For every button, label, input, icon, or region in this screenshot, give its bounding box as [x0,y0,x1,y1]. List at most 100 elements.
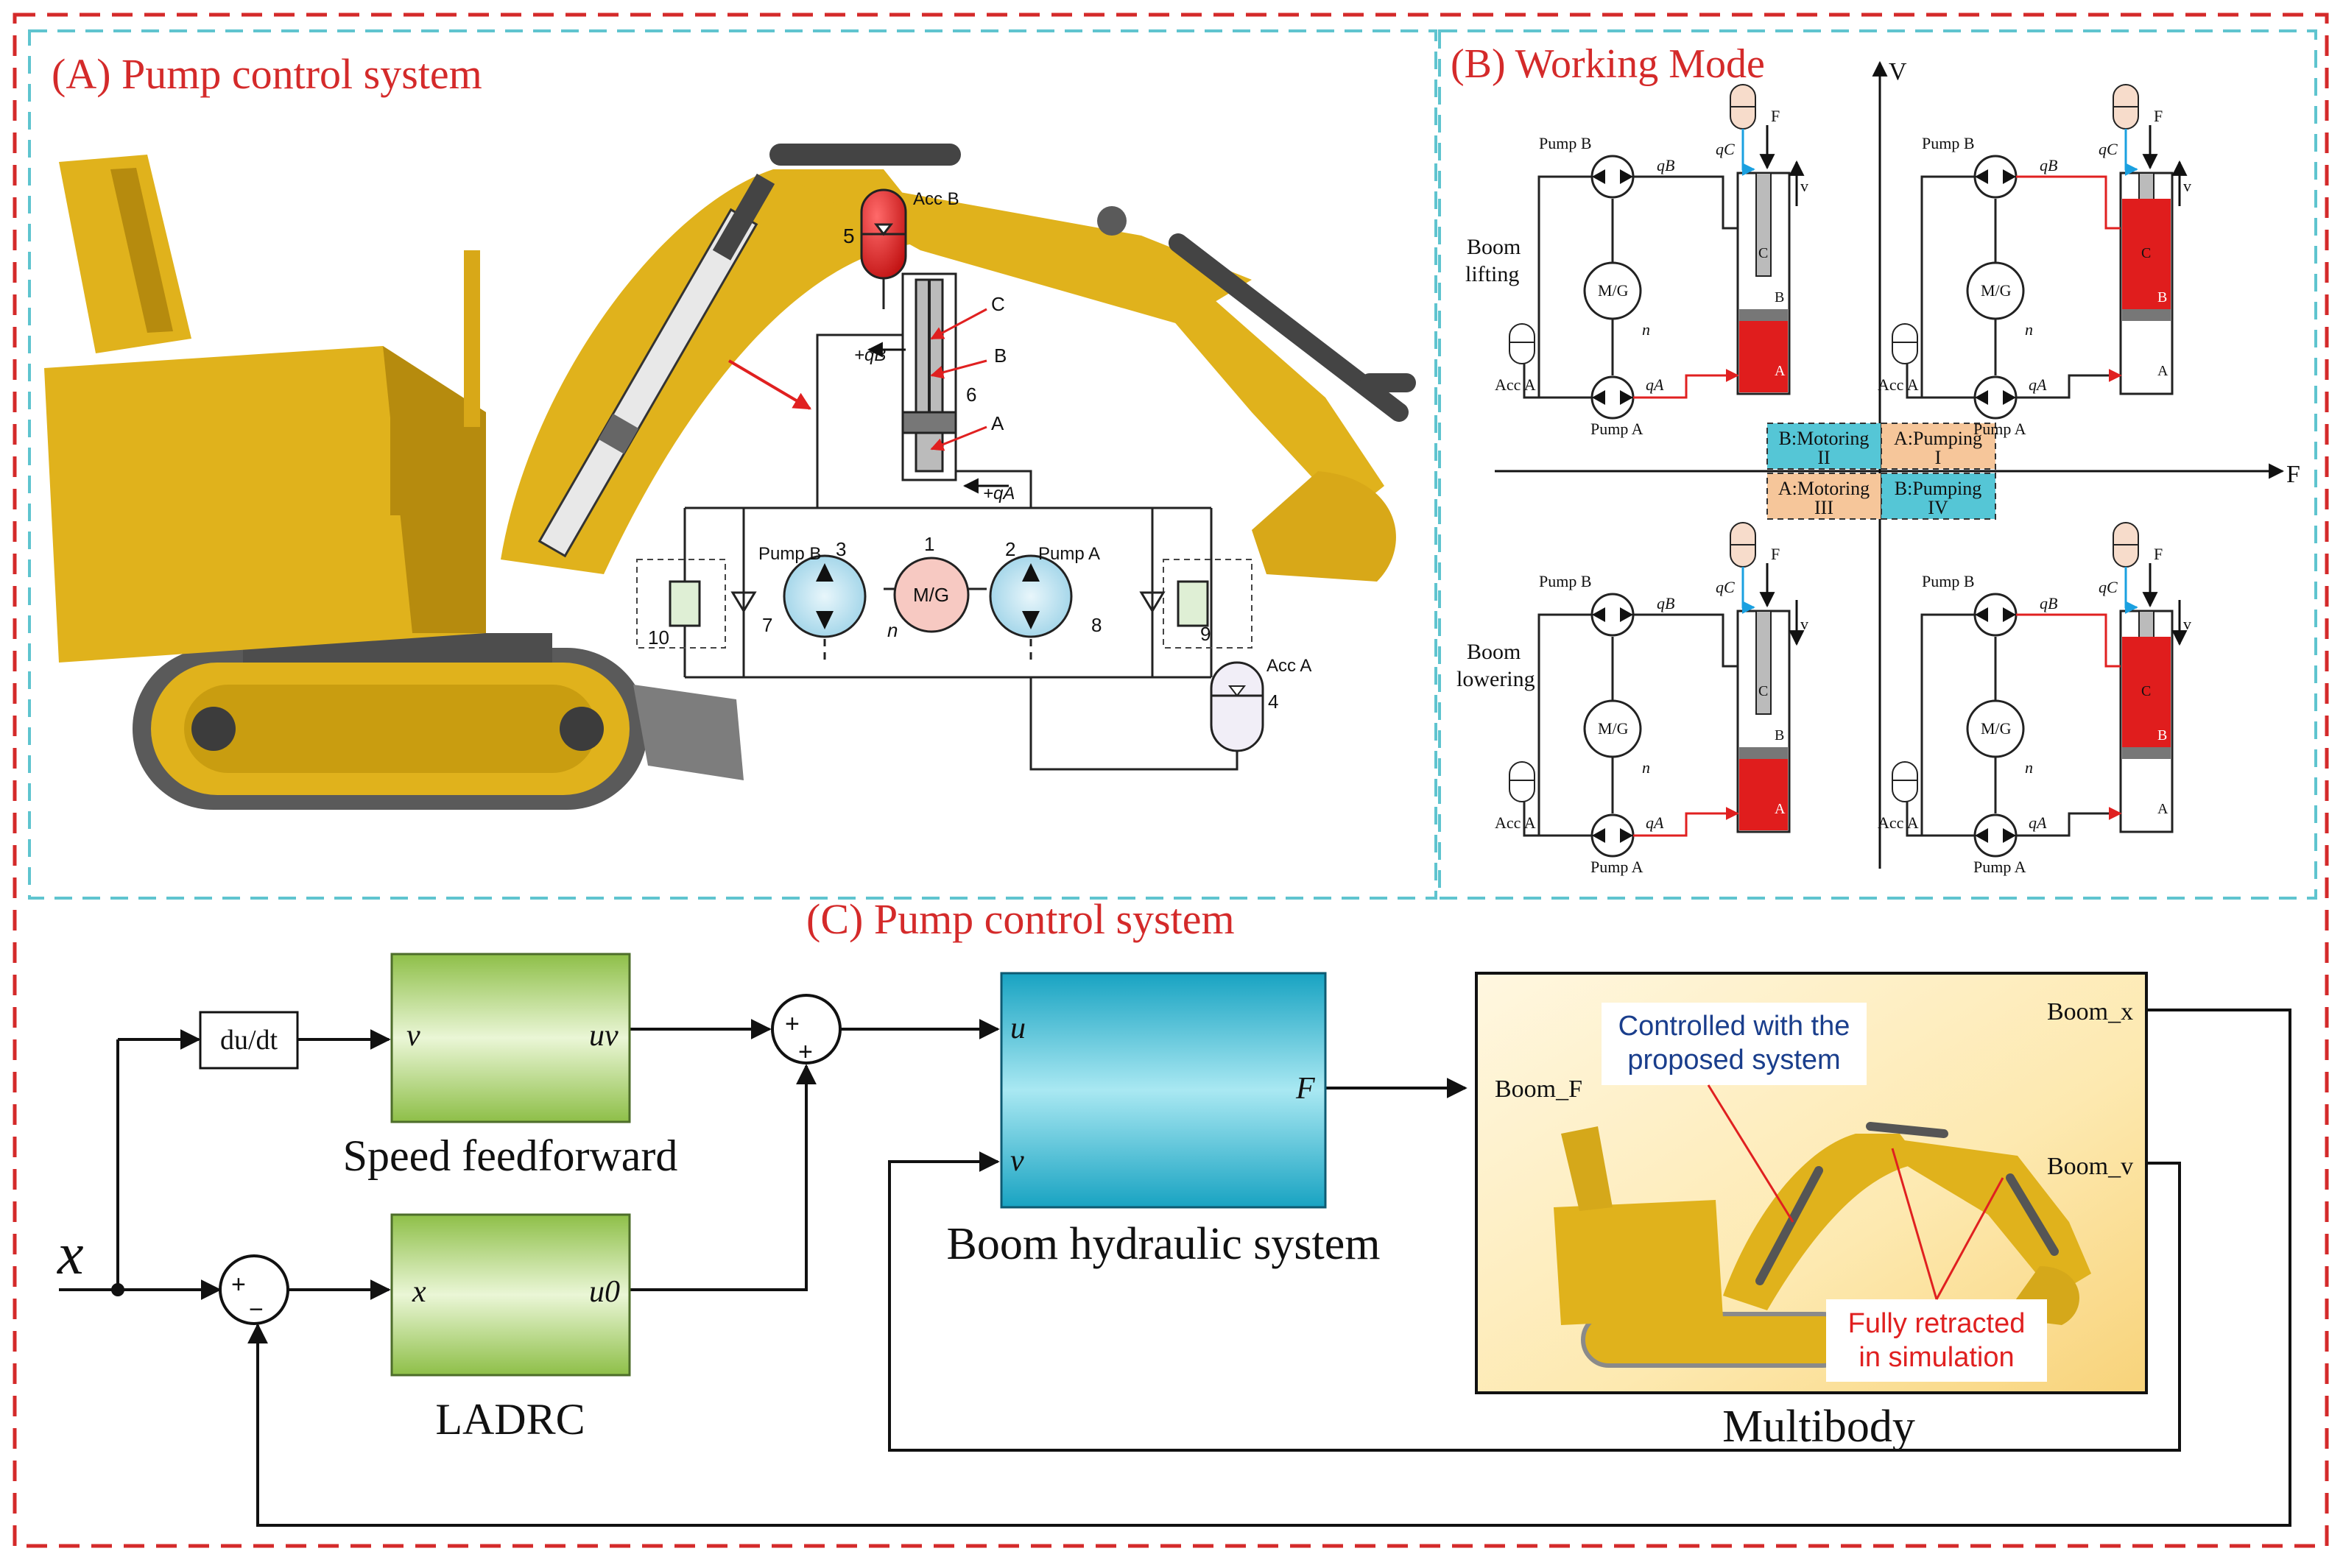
quadrant-2-line1: B:Motoring [1779,428,1870,449]
label-acc-a: Acc A [1266,656,1311,676]
panel-b-border [1438,29,2317,900]
boom-hydraulic-block [1000,972,1327,1209]
quadrant-4-line2: IV [1928,497,1948,518]
label-v: v [1800,177,1808,195]
panel-a-border [28,29,1437,900]
num-9: 9 [1200,623,1211,645]
label-qc: qC [2099,578,2118,596]
label-a: A [1775,801,1786,817]
label-boom-lowering-1: Boom [1467,640,1521,664]
speed-ff-in: v [406,1019,420,1053]
sum-junction-top [771,994,842,1064]
hydraulic-in-u: u [1010,1011,1026,1045]
label-pump-a: Pump A [1590,858,1643,876]
label-pump-a: Pump A [1973,858,2026,876]
label-c: C [2141,245,2151,261]
mg-icon [1966,699,2025,758]
mg-icon [1583,261,1642,320]
speed-feedforward-block [390,953,631,1123]
label-pump-b: Pump B [1539,134,1592,152]
label-boom-lowering-2: lowering [1456,667,1535,691]
note-blue-line1: Controlled with the [1618,1011,1850,1042]
num-10: 10 [648,626,669,649]
label-pump-a: Pump A [1590,420,1643,438]
label-pump-b: Pump B [758,544,821,564]
quadrant-1-line2: I [1935,447,1942,468]
outer-border [13,13,2329,1548]
axis-v-label: V [1889,58,1907,85]
quadrant-2-line2: II [1817,447,1830,468]
ladrc-out: u0 [589,1275,620,1309]
hydraulic-out-f: F [1295,1072,1315,1106]
label-v: v [2183,177,2191,195]
sum-bottom-sign-left: + [231,1271,246,1299]
label-boom-lifting-1: Boom [1467,235,1521,259]
num-8: 8 [1091,614,1102,636]
acc-a-icon [1892,761,1918,802]
sum-top-sign-bottom: + [798,1038,813,1066]
quadrant-1-box [1881,423,1996,470]
label-c: C [1758,683,1768,699]
sum-top-sign-left: + [785,1010,800,1038]
num-1: 1 [924,533,934,555]
label-v: v [1800,615,1808,633]
label-b: B [1775,727,1784,744]
relief-valve-9 [1177,580,1209,627]
label-qb: qB [1657,156,1674,174]
label-mg: M/G [913,584,949,606]
num-6: 6 [966,384,976,406]
hydraulic-schematic [816,188,1032,508]
quadrant-4-box [1881,473,1996,520]
label-qa: qA [2029,813,2047,832]
label-qb: qB [2040,594,2057,612]
label-n: n [1642,320,1650,339]
label-qc: qC [1716,140,1735,158]
note-red-box [1826,1299,2047,1382]
label-qb: qB [2040,156,2057,174]
note-blue-line2: proposed system [1627,1045,1840,1076]
derivative-label: du/dt [220,1025,278,1056]
label-qa: qA [1646,813,1664,832]
num-2: 2 [1005,538,1015,560]
label-acc-b: Acc B [913,189,959,209]
excavator-illustration [44,144,1416,810]
label-n: n [2025,758,2033,777]
note-red-line2: in simulation [1858,1342,2014,1373]
acc-a-icon [1892,323,1918,364]
acc-a-icon [1210,661,1264,752]
panel-a-title: (A) Pump control system [52,50,482,98]
label-acc-a: Acc A [1878,813,1919,832]
label-a: A [1775,363,1786,379]
ladrc-label: LADRC [435,1395,585,1444]
label-a: A [991,412,1004,434]
quadrant-4-line1: B:Pumping [1895,478,1981,499]
label-mg: M/G [1981,719,2012,738]
label-n: n [2025,320,2033,339]
relief-valve-10 [669,580,701,627]
speed-ff-out: uv [589,1019,619,1053]
hydraulic-label: Boom hydraulic system [947,1219,1381,1269]
label-qc: qC [1716,578,1735,596]
acc-a-icon [1509,323,1535,364]
quadrant-legend: B:Motoring II A:Pumping I A:Motoring III… [1766,423,1996,520]
label-acc-a: Acc A [1495,813,1536,832]
label-pump-a: Pump A [1973,420,2026,438]
label-f: F [2154,107,2163,125]
panel-b-title: (B) Working Mode [1451,41,1765,87]
quadrant-1-line1: A:Pumping [1894,428,1982,449]
note-blue-pointer [1707,1084,1794,1223]
num-7: 7 [762,614,772,636]
quadrant-3-line1: A:Motoring [1778,478,1870,499]
label-mg: M/G [1598,281,1629,300]
panel-c-title: (C) Pump control system [806,895,1235,943]
label-qb: qB [1657,594,1674,612]
label-c: C [1758,245,1768,261]
label-pump-a: Pump A [1038,544,1100,564]
hydraulic-in-v: v [1010,1144,1024,1178]
